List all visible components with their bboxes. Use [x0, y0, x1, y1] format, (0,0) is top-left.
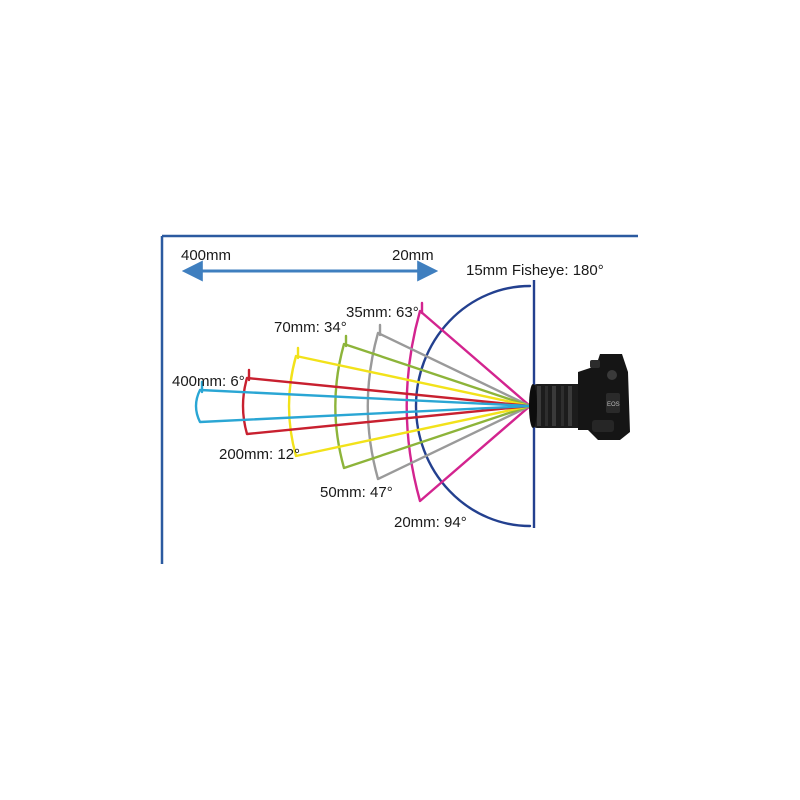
cone-200mm	[241, 376, 532, 436]
label-70mm: 70mm: 34°	[274, 319, 347, 336]
camera-body	[578, 354, 630, 440]
lens-labels: 15mm Fisheye: 180° 35mm: 63° 70mm: 34° 4…	[172, 262, 604, 531]
label-35mm: 35mm: 63°	[346, 304, 419, 321]
cone-20mm	[405, 309, 532, 503]
label-400mm: 400mm: 6°	[172, 373, 245, 390]
range-right-label: 20mm	[392, 247, 434, 264]
label-50mm: 50mm: 47°	[320, 484, 393, 501]
cone-15mm	[414, 284, 532, 528]
cone-400mm	[194, 388, 532, 424]
label-15mm: 15mm Fisheye: 180°	[466, 262, 604, 279]
focal-range: 400mm 20mm	[181, 247, 439, 282]
label-20mm: 20mm: 94°	[394, 514, 467, 531]
label-200mm: 200mm: 12°	[219, 446, 300, 463]
frame	[160, 234, 638, 564]
cone-50mm	[334, 342, 532, 470]
dslr-camera-icon: EOS	[529, 354, 630, 440]
cone-70mm	[287, 354, 532, 458]
cone-35mm	[366, 331, 532, 481]
range-left-label: 400mm	[181, 247, 231, 264]
svg-text:EOS: EOS	[607, 402, 620, 408]
